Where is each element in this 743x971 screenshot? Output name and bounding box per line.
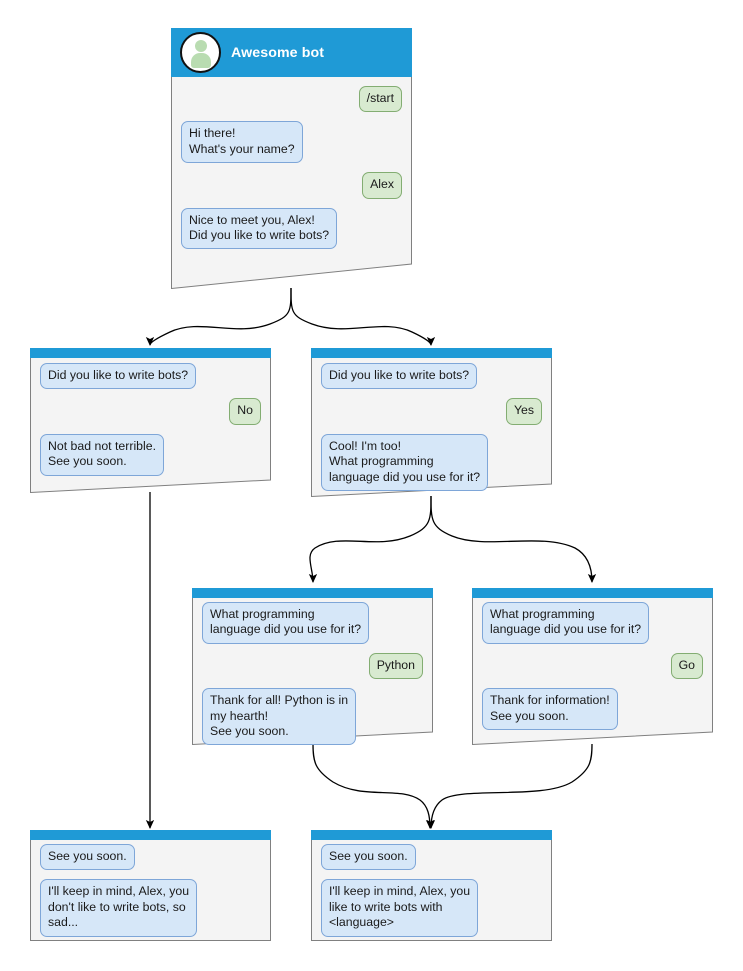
avatar-head <box>194 40 207 52</box>
bot-message-bubble: Nice to meet you, Alex! Did you like to … <box>181 207 338 250</box>
node-header <box>311 348 552 358</box>
chat-node-end-sad[interactable]: See you soon. I'll keep in mind, Alex, y… <box>30 830 271 941</box>
message-row: Hi there! What's your name? <box>181 121 402 164</box>
bot-message-bubble: I'll keep in mind, Alex, you don't like … <box>40 879 198 937</box>
bot-message-bubble: I'll keep in mind, Alex, you like to wri… <box>321 879 479 937</box>
user-message-bubble: Yes <box>505 398 542 425</box>
user-message-bubble: Alex <box>362 172 402 199</box>
bot-message-bubble: Did you like to write bots? <box>321 363 478 390</box>
message-row: I'll keep in mind, Alex, you like to wri… <box>321 879 542 937</box>
user-message-bubble: Go <box>670 652 703 680</box>
edge-python-to-end-happy <box>312 743 435 830</box>
node-header <box>472 588 713 598</box>
message-row: Python <box>202 652 423 680</box>
chat-node-yes-branch[interactable]: Did you like to write bots? Yes Cool! I'… <box>311 348 552 497</box>
bot-message-bubble: Cool! I'm too! What programming language… <box>321 433 489 492</box>
edge-yes-to-go <box>430 495 597 584</box>
bot-message-bubble: What programming language did you use fo… <box>202 602 370 644</box>
bot-message-bubble: Thank for all! Python is in my hearth! S… <box>202 688 357 746</box>
message-row: No <box>40 398 261 425</box>
node-messages-no: Did you like to write bots? No Not bad n… <box>30 363 271 485</box>
message-row: Yes <box>321 398 542 425</box>
bot-message-bubble: Did you like to write bots? <box>40 363 197 390</box>
person-avatar-icon <box>180 32 221 73</box>
bot-message-bubble: Thank for information! See you soon. <box>482 688 618 731</box>
message-row: Cool! I'm too! What programming language… <box>321 433 542 492</box>
edge-yes-to-python <box>308 495 432 584</box>
message-row: Nice to meet you, Alex! Did you like to … <box>181 207 402 250</box>
chat-node-no-branch[interactable]: Did you like to write bots? No Not bad n… <box>30 348 271 493</box>
bot-message-bubble: Hi there! What's your name? <box>181 121 303 164</box>
message-row: See you soon. <box>40 844 261 871</box>
node-messages-root: /start Hi there! What's your name? Alex … <box>171 86 412 258</box>
bot-message-bubble: See you soon. <box>321 844 416 871</box>
edge-root-to-no <box>145 287 292 347</box>
chat-node-end-happy[interactable]: See you soon. I'll keep in mind, Alex, y… <box>311 830 552 941</box>
chat-node-root[interactable]: Awesome bot /start Hi there! What's your… <box>171 28 412 289</box>
node-messages-yes: Did you like to write bots? Yes Cool! I'… <box>311 363 552 500</box>
node-header <box>30 348 271 358</box>
bot-message-bubble: What programming language did you use fo… <box>482 602 650 644</box>
edge-go-to-end-happy <box>426 743 593 830</box>
node-messages-python: What programming language did you use fo… <box>192 602 433 754</box>
message-row: I'll keep in mind, Alex, you don't like … <box>40 879 261 937</box>
bot-message-bubble: Not bad not terrible. See you soon. <box>40 433 165 476</box>
message-row: What programming language did you use fo… <box>202 602 423 644</box>
message-row: Did you like to write bots? <box>321 363 542 390</box>
message-row: Did you like to write bots? <box>40 363 261 390</box>
node-header <box>192 588 433 598</box>
node-messages-go: What programming language did you use fo… <box>472 602 713 739</box>
message-row: Alex <box>181 172 402 199</box>
chat-node-go-branch[interactable]: What programming language did you use fo… <box>472 588 713 745</box>
node-messages-end-happy: See you soon. I'll keep in mind, Alex, y… <box>311 844 552 946</box>
node-messages-end-sad: See you soon. I'll keep in mind, Alex, y… <box>30 844 271 946</box>
node-header <box>311 830 552 840</box>
message-row: /start <box>181 86 402 113</box>
message-row: Not bad not terrible. See you soon. <box>40 433 261 476</box>
avatar-torso <box>190 53 211 68</box>
message-row: Thank for all! Python is in my hearth! S… <box>202 688 423 746</box>
chat-node-python-branch[interactable]: What programming language did you use fo… <box>192 588 433 746</box>
message-row: Thank for information! See you soon. <box>482 688 703 731</box>
user-message-bubble: /start <box>358 86 402 113</box>
node-header <box>30 830 271 840</box>
edge-root-to-yes <box>290 287 436 347</box>
message-row: Go <box>482 652 703 680</box>
bot-message-bubble: See you soon. <box>40 844 135 871</box>
message-row: See you soon. <box>321 844 542 871</box>
user-message-bubble: Python <box>368 652 423 680</box>
node-header-root: Awesome bot <box>171 28 412 77</box>
user-message-bubble: No <box>229 398 261 425</box>
message-row: What programming language did you use fo… <box>482 602 703 644</box>
bot-title: Awesome bot <box>231 44 325 61</box>
